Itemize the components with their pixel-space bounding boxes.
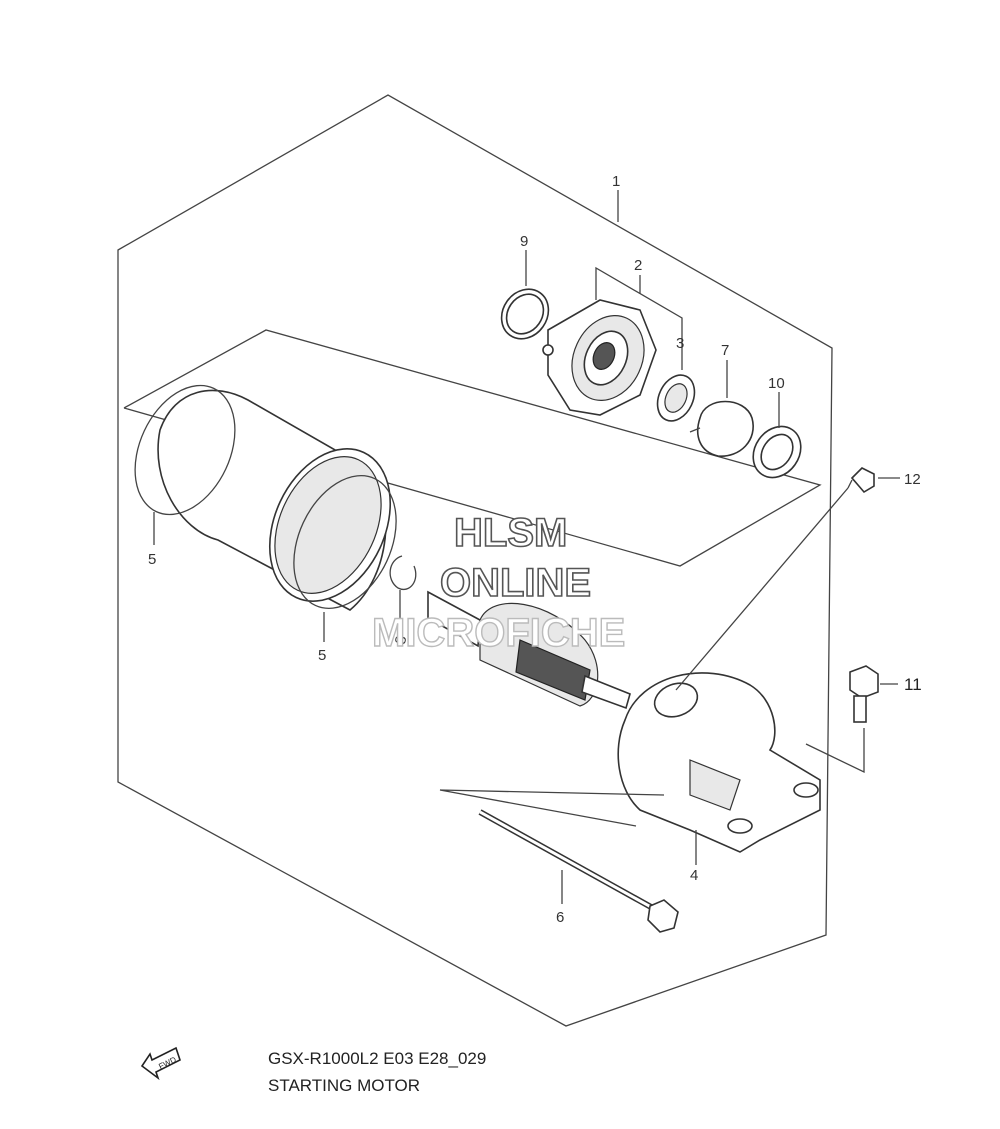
callout-5a: 5 (148, 551, 156, 568)
watermark-line1: HLSM (454, 511, 567, 555)
part-armature[interactable] (427, 590, 631, 710)
part-6-through-bolt[interactable] (478, 809, 679, 933)
part-5-o-ring-upper[interactable] (115, 369, 254, 530)
assembly-outline (117, 94, 833, 1027)
watermark-line3: MICROFICHE (372, 611, 625, 655)
subassembly-outline (123, 329, 822, 567)
callout-12: 12 (904, 471, 921, 488)
part-yoke-case[interactable] (157, 389, 414, 620)
part-7-washer[interactable] (689, 400, 754, 457)
callout-2: 2 (634, 257, 642, 274)
fwd-arrow-icon: FWD (140, 1046, 181, 1081)
part-5-o-ring-lower[interactable] (274, 459, 417, 625)
callout-10: 10 (768, 375, 785, 392)
part-12-plug[interactable] (847, 467, 875, 494)
callout-6: 6 (556, 909, 564, 926)
caption-title: STARTING MOTOR (268, 1076, 420, 1095)
part-9-o-ring[interactable] (492, 280, 558, 348)
callout-7: 7 (721, 342, 729, 359)
part-3-bearing[interactable] (650, 369, 701, 427)
callout-1: 1 (612, 173, 620, 190)
part-8-circlip[interactable] (389, 555, 417, 590)
callout-4: 4 (690, 867, 698, 884)
callout-3: 3 (676, 335, 684, 352)
part-4-housing[interactable] (617, 672, 821, 853)
callout-8: 8 (392, 634, 410, 645)
caption-code: GSX-R1000L2 E03 E28_029 (268, 1049, 486, 1068)
callout-11: 11 (904, 675, 922, 694)
watermark-line2: ONLINE (440, 561, 591, 605)
callout-9: 9 (520, 233, 528, 250)
callout-5b: 5 (318, 647, 326, 664)
part-11-bolt[interactable] (849, 665, 879, 723)
leader-lines (153, 190, 900, 904)
part-10-washer[interactable] (743, 417, 810, 486)
part-2-end-cover[interactable] (542, 299, 657, 416)
